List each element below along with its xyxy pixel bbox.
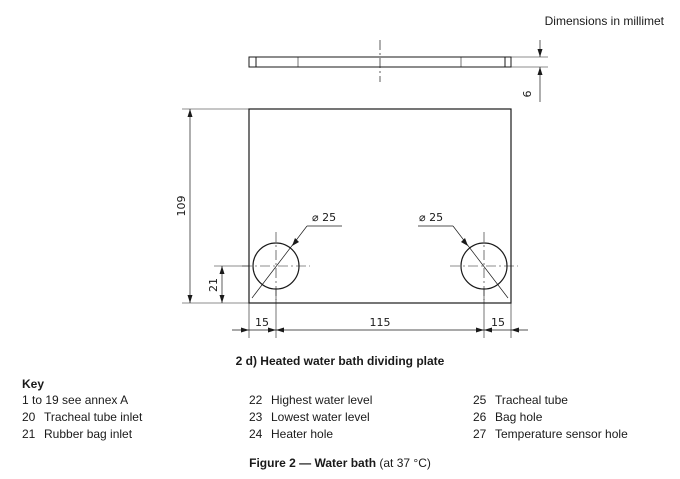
right-hole-leader [452, 225, 509, 299]
dim-thickness: 6 [521, 91, 534, 98]
dim-width-center: 115 [370, 316, 391, 329]
figure-title-suffix: (at 37 °C) [379, 456, 431, 470]
figure-title: Figure 2 — Water bath [249, 456, 377, 470]
key-title: Key [22, 377, 45, 391]
dim-hole-offset: 21 [207, 278, 220, 292]
dim-height: 109 [175, 196, 188, 217]
dim-width-left: 15 [255, 316, 269, 329]
dim-width-right: 15 [491, 316, 505, 329]
left-hole-leader [251, 225, 308, 299]
units-note: Dimensions in millimet [544, 14, 664, 28]
dim-right-hole-diameter: ⌀ 25 [419, 211, 443, 224]
figure-caption: Figure 2 — Water bath (at 37 °C) [0, 456, 680, 470]
key-item: 1 to 19 see annex A [22, 393, 129, 407]
front-view-plate [248, 108, 512, 304]
dim-left-hole-diameter: ⌀ 25 [312, 211, 336, 224]
subfigure-caption: 2 d) Heated water bath dividing plate [235, 354, 445, 368]
